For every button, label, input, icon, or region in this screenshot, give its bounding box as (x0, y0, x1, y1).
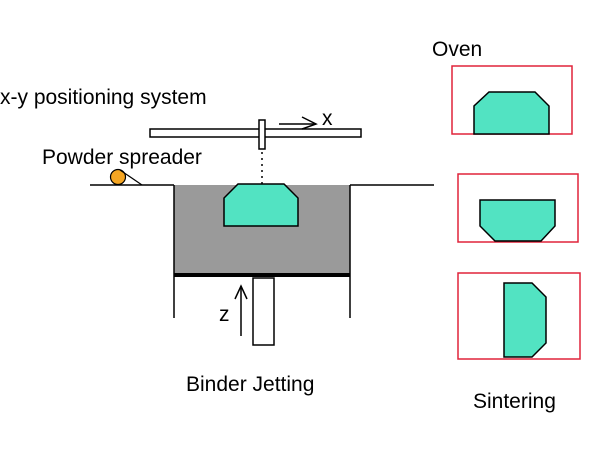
gantry-rail (149, 128, 362, 138)
binder-jetting-label: Binder Jetting (186, 373, 314, 396)
printed-part (223, 183, 299, 227)
x-arrow-icon (279, 116, 318, 130)
piston (252, 277, 275, 346)
spreader-blade (119, 169, 143, 186)
z-axis-label: z (219, 303, 230, 326)
z-arrow-icon (234, 284, 248, 336)
build-platform (174, 273, 350, 277)
sintering-label: Sintering (473, 390, 556, 413)
spreader-roller (109, 168, 127, 186)
oven-part-2 (479, 199, 556, 242)
x-axis-label: x (322, 107, 333, 130)
print-head (258, 119, 266, 150)
oven-label: Oven (432, 38, 482, 61)
xy-system-label: x-y positioning system (0, 86, 207, 109)
oven-part-3 (503, 282, 547, 358)
oven-part-1 (473, 91, 550, 135)
powder-spreader-label: Powder spreader (42, 146, 202, 169)
